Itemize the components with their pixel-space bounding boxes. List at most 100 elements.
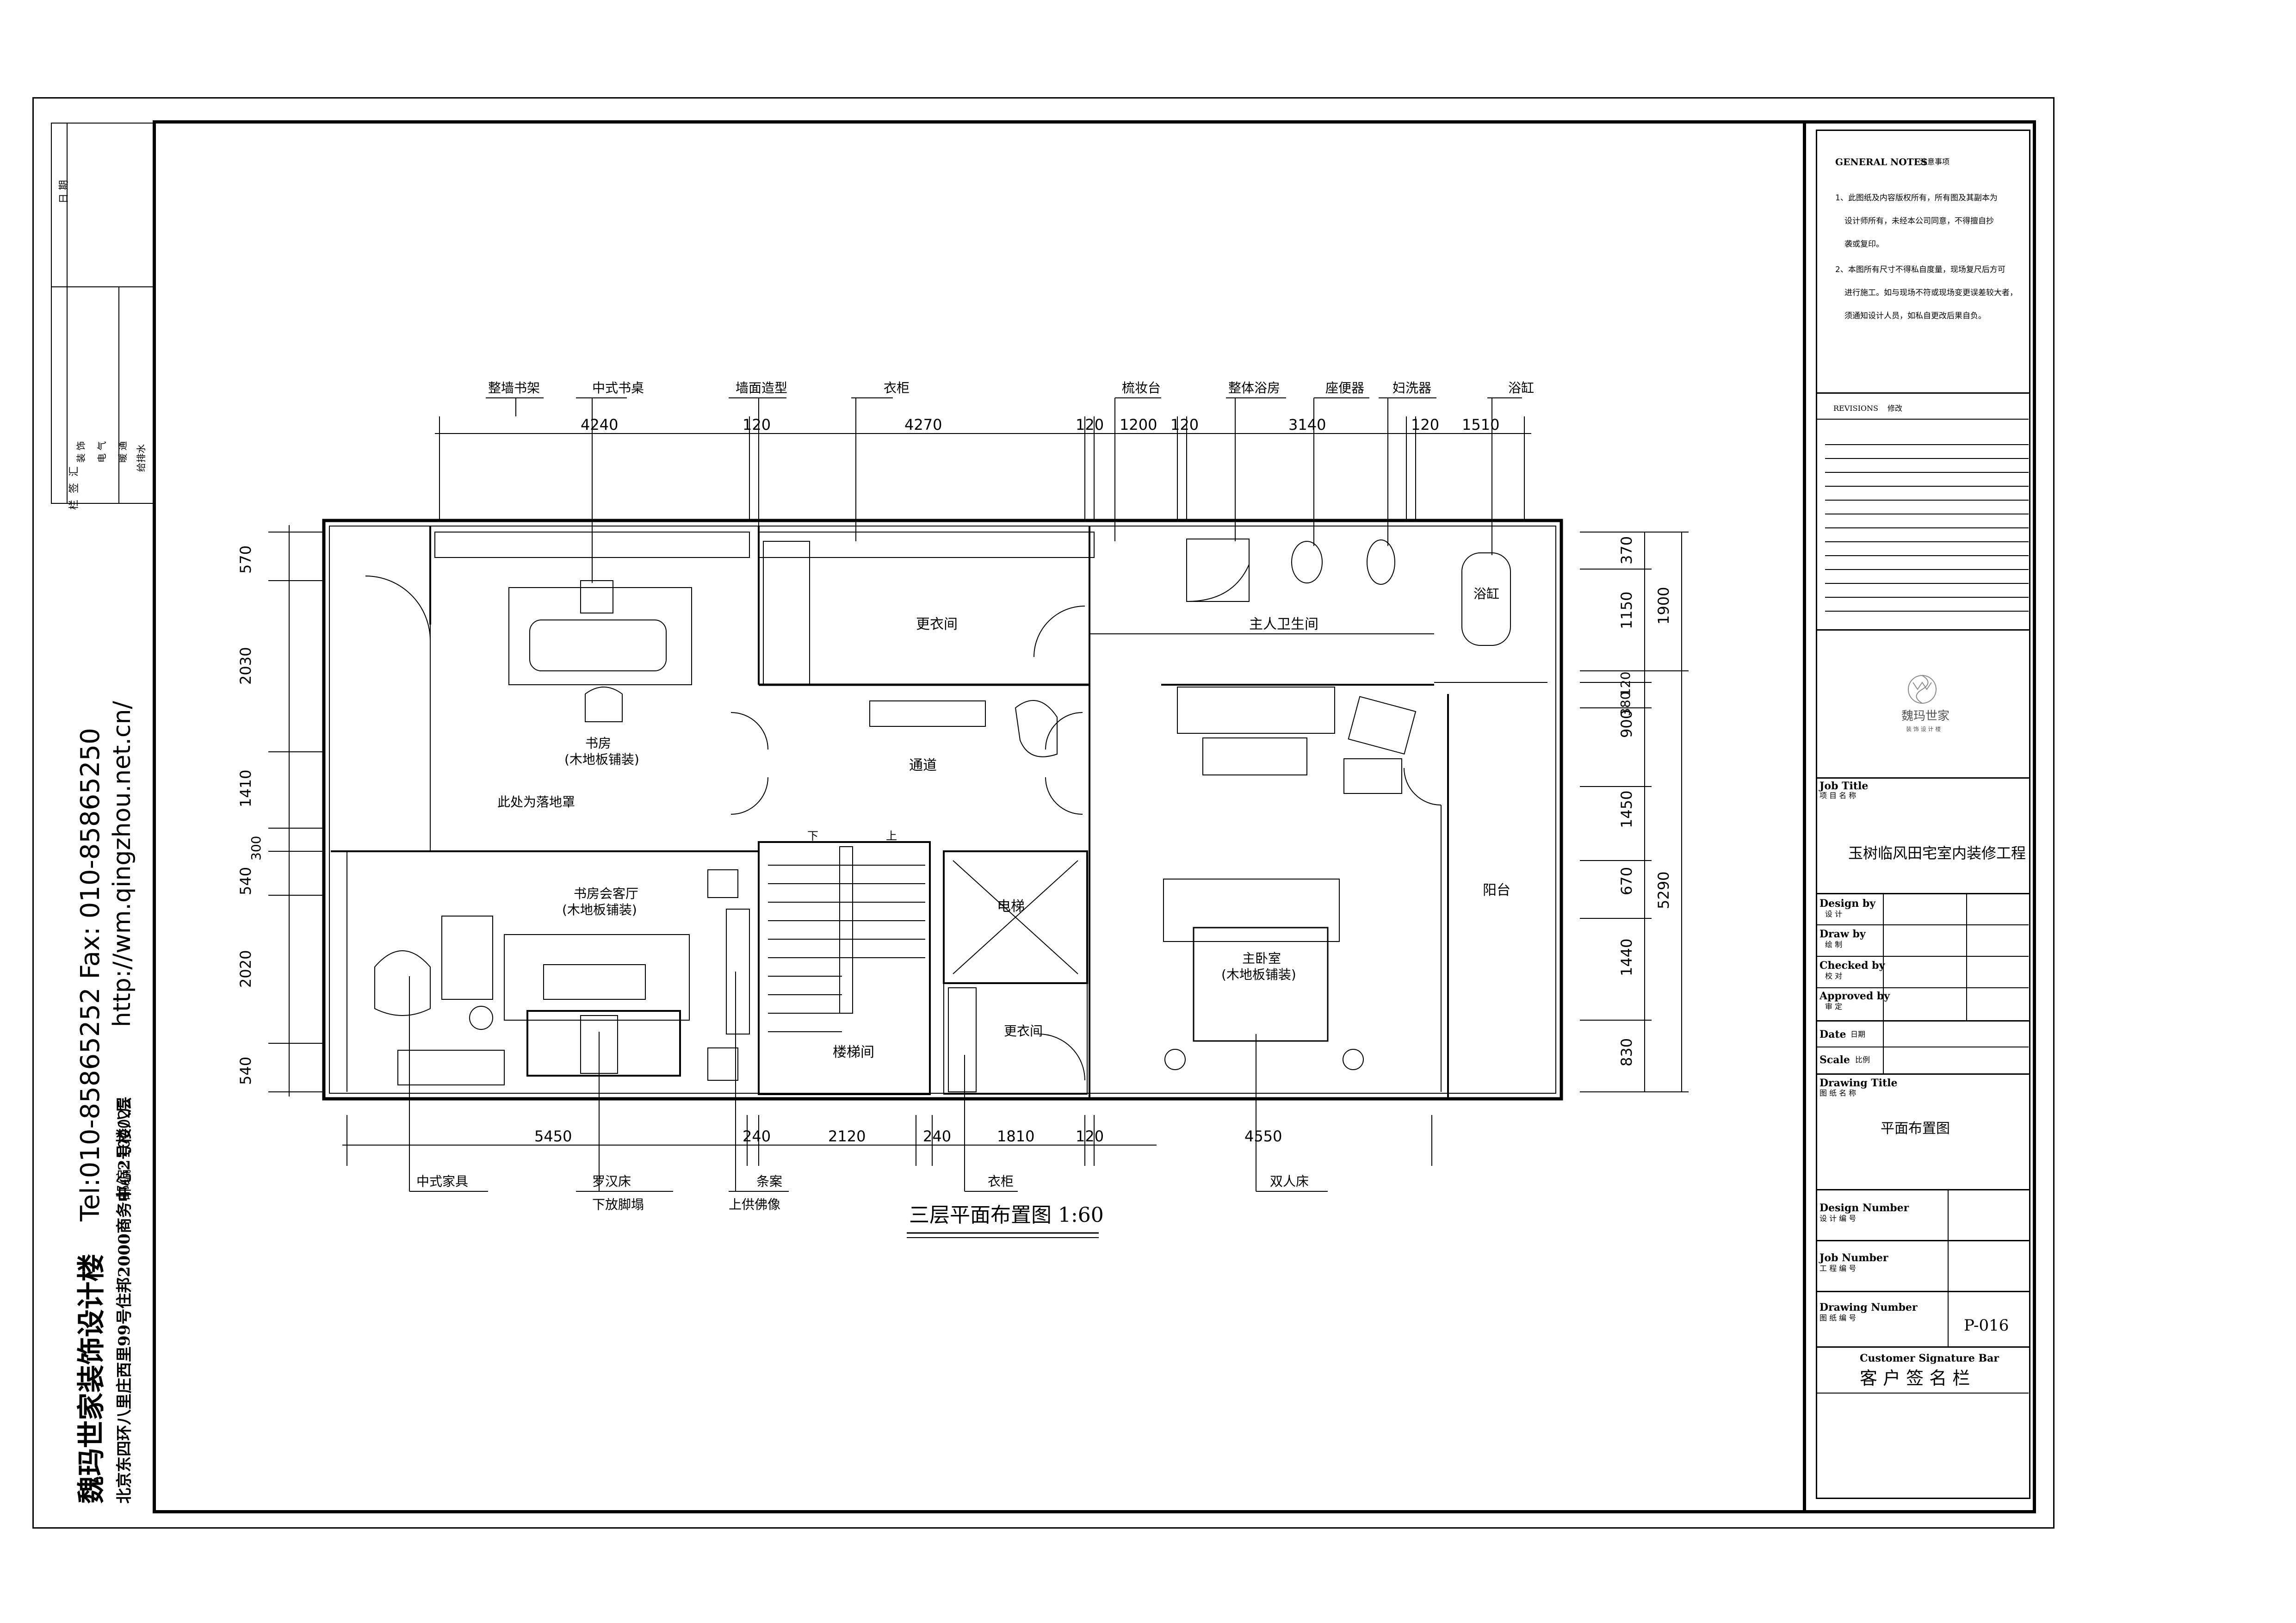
label-floor-lamp: 此处为落地罩: [497, 794, 576, 810]
callout-footstool: 下放脚塌: [592, 1197, 644, 1212]
signoff-box: [51, 123, 154, 504]
room-balcony: 阳台: [1483, 882, 1510, 898]
title-block: GENERAL NOTES 注意事项 1、此图纸及内容版权所有，所有图及其副本为…: [1816, 130, 2030, 1499]
callout-bidet: 妇洗器: [1392, 380, 1432, 396]
bottom-dim-7: 4550: [1244, 1127, 1282, 1145]
top-dim-7: 3140: [1288, 416, 1326, 434]
callout-altar-table: 条案: [756, 1174, 783, 1189]
room-corridor: 通道: [909, 757, 937, 774]
bottom-dim-1: 5450: [534, 1127, 572, 1145]
top-dim-5: 1200: [1120, 416, 1157, 434]
callout-bathtub: 浴缸: [1508, 380, 1535, 396]
logo-icon: [1908, 675, 1937, 704]
draw-by-label: Draw by: [1819, 928, 1866, 940]
customer-signature-cn: 客 户 签 名 栏: [1860, 1368, 1970, 1388]
top-dim-1: 4240: [581, 416, 619, 434]
customer-signature-label: Customer Signature Bar: [1860, 1352, 1999, 1364]
room-elevator: 电梯: [997, 898, 1025, 915]
note-line-6: 须通知设计人员，如私自更改后果自负。: [1844, 311, 1986, 321]
left-dim-4: 300: [248, 836, 264, 861]
right-dim-6: 1450: [1618, 790, 1635, 828]
job-number-label: Job Number: [1819, 1252, 1888, 1264]
bottom-dim-4: 240: [923, 1127, 952, 1145]
drawing-title-value: 平面布置图: [1881, 1121, 1950, 1137]
room-master-floor: (木地板铺装): [1221, 967, 1296, 982]
scale-label-tb: Scale: [1819, 1054, 1850, 1066]
right-dim-8: 1440: [1618, 938, 1635, 976]
left-dim-5: 540: [237, 867, 254, 895]
left-dim-7: 540: [237, 1056, 254, 1085]
approved-by-cn: 审 定: [1825, 1002, 1843, 1011]
top-dim-9: 1510: [1462, 416, 1500, 434]
drawing-title-cn: 图 纸 名 称: [1819, 1089, 1857, 1097]
callout-chinese-desk: 中式书桌: [592, 380, 644, 396]
callout-buddha: 上供佛像: [729, 1197, 781, 1212]
shower-enclosure: [1186, 539, 1250, 602]
chinese-desk: [508, 587, 692, 685]
signature-grid: [1816, 893, 2030, 1022]
stair-up: 上: [886, 830, 897, 842]
label-bathtub: 浴缸: [1473, 586, 1500, 601]
right-dim-outer-1: 1900: [1655, 587, 1672, 625]
date-scale-box: [1816, 1020, 2030, 1075]
right-dim-380: 380: [1618, 691, 1633, 716]
bottom-dim-5: 1810: [997, 1127, 1035, 1145]
job-title-box: [1816, 777, 2030, 894]
date-label-tb: Date: [1819, 1028, 1846, 1041]
bottom-dim-3: 2120: [828, 1127, 866, 1145]
callout-wardrobe: 衣柜: [884, 380, 910, 396]
date-cn-tb: 日期: [1850, 1030, 1866, 1039]
notes-box: [1816, 130, 2030, 394]
scale-cn-tb: 比例: [1855, 1055, 1870, 1064]
bottom-dim-2: 240: [743, 1127, 771, 1145]
revisions-box: [1816, 391, 2030, 631]
top-dim-4: 120: [1076, 416, 1104, 434]
note-line-4: 2、本图所有尺寸不得私自度量，现场复尺后方可: [1835, 265, 2005, 274]
callout-shower: 整体浴房: [1228, 380, 1281, 396]
note-line-3: 袭或复印。: [1844, 240, 1884, 249]
right-dim-9: 830: [1618, 1038, 1635, 1066]
job-number-cn: 工 程 编 号: [1819, 1264, 1857, 1273]
plan-title: 三层平面布置图 1:60: [909, 1203, 1104, 1227]
design-number-label: Design Number: [1819, 1202, 1909, 1214]
left-dim-1: 570: [237, 545, 254, 574]
job-title-value: 玉树临风田宅室内装修工程: [1848, 844, 2026, 862]
note-line-1: 1、此图纸及内容版权所有，所有图及其副本为: [1835, 193, 1998, 203]
callout-wardrobe-bottom: 衣柜: [988, 1174, 1014, 1189]
drawing-title-label: Drawing Title: [1819, 1077, 1898, 1089]
inner-frame: [153, 120, 2036, 1513]
checked-by-label: Checked by: [1819, 960, 1885, 972]
callout-wall-feature: 墙面造型: [736, 380, 788, 396]
top-dim-3: 4270: [904, 416, 942, 434]
bottom-dim-6: 120: [1076, 1127, 1104, 1145]
callout-luohan-bed: 罗汉床: [592, 1174, 631, 1189]
job-number-box: [1816, 1240, 2030, 1292]
callout-toilet: 座便器: [1325, 380, 1365, 396]
top-dim-8: 120: [1411, 416, 1440, 434]
room-study-floor: (木地板铺装): [564, 752, 639, 767]
design-number-box: [1816, 1189, 2030, 1241]
floor-plan: [268, 397, 1689, 1238]
right-dim-7: 670: [1618, 867, 1635, 895]
callout-chinese-furniture: 中式家具: [416, 1174, 469, 1189]
design-by-cn: 设 计: [1825, 910, 1843, 918]
top-dim-6: 120: [1170, 416, 1199, 434]
customer-signature-box: [1816, 1346, 2030, 1499]
stairwell: [758, 841, 931, 1095]
notes-title-cn: 注意事项: [1920, 157, 1950, 166]
titleblock-divider: [1803, 120, 1806, 1510]
approved-by-label: Approved by: [1819, 990, 1890, 1002]
drawing-number-cn: 图 纸 编 号: [1819, 1313, 1857, 1322]
exterior-wall: [322, 519, 1563, 1101]
room-reception: 书房会客厅: [574, 886, 639, 901]
note-line-5: 进行施工。如与现场不符或现场变更误差较大者，: [1844, 288, 2018, 297]
left-dim-2: 2030: [237, 647, 254, 685]
callout-dresser: 梳妆台: [1122, 380, 1161, 396]
design-by-label: Design by: [1819, 898, 1876, 910]
design-number-cn: 设 计 编 号: [1819, 1214, 1857, 1223]
room-reception-floor: (木地板铺装): [562, 902, 637, 917]
logo-text: 魏玛世家: [1901, 709, 1950, 723]
job-title-cn: 项 目 名 称: [1819, 791, 1857, 800]
drawing-title-box: [1816, 1073, 2030, 1190]
room-study: 书房: [585, 736, 612, 751]
